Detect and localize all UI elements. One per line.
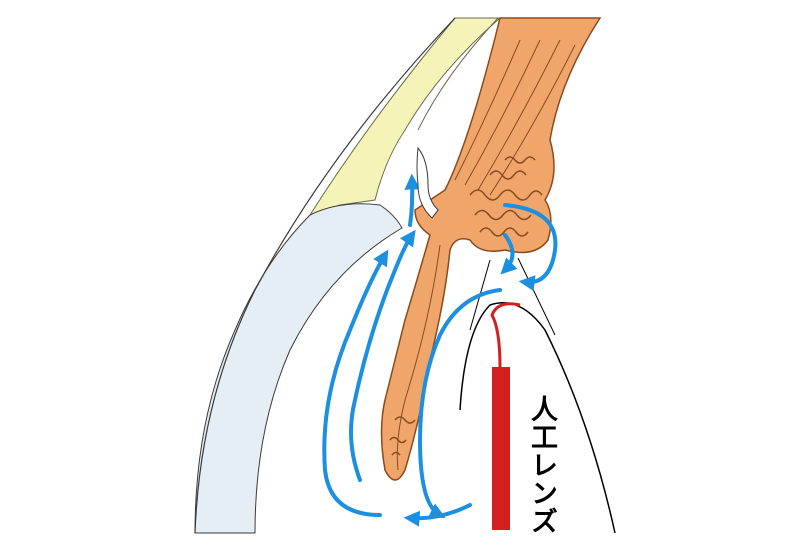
ciliary-muscle-lines [454, 39, 576, 196]
flow-arrow-outer-loop [503, 203, 558, 292]
flow-arrow-inner-up [349, 229, 416, 482]
iol-label: 人工レンズ [526, 395, 557, 535]
schlemm-canal [416, 146, 439, 219]
ciliary-tissue [380, 17, 602, 481]
cornea-outer-edge [194, 17, 456, 534]
aqueous-flow-arrows [322, 173, 558, 527]
flow-arrow-bottom-right [403, 503, 472, 527]
flow-arrow-under-iris [417, 288, 502, 518]
ciliary-processes [389, 156, 543, 456]
iris-inner-line [396, 244, 441, 471]
iol-haptic [490, 302, 521, 368]
sclera-inner-line [417, 17, 499, 131]
lens-capsule [459, 302, 616, 534]
flow-arrow-process-down [500, 233, 518, 275]
iol-optic [492, 367, 510, 530]
capsule-zonule-right [517, 257, 556, 336]
sclera-band [308, 17, 502, 216]
flow-arrow-to-canal [404, 173, 421, 227]
cornea-region [194, 203, 403, 534]
flow-arrow-bottom-left [322, 249, 389, 517]
